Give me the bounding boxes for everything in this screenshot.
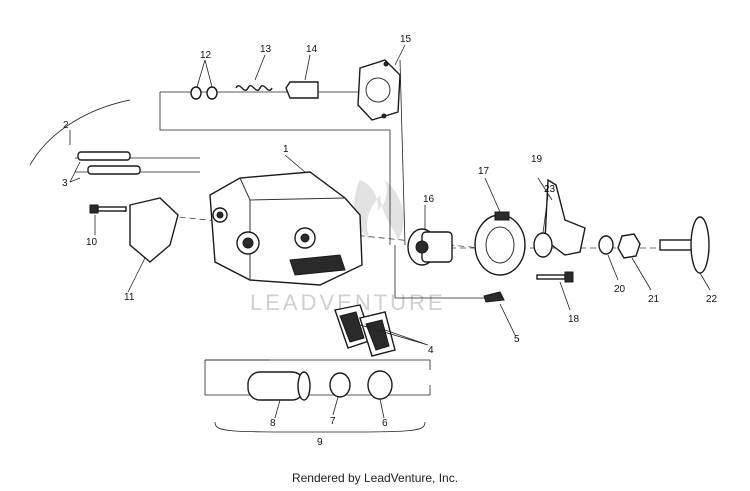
callout-16: 16 [423,194,435,205]
pins-3 [77,151,141,175]
o-rings-12 [190,86,218,100]
bracket-2 [29,99,131,166]
adjuster-22 [659,216,710,274]
callout-23: 23 [544,184,556,195]
callout-18: 18 [568,314,580,325]
bracket-9 [214,421,426,433]
caliper-body [209,171,363,286]
piston-cylinder-8 [247,371,311,401]
gasket-15 [357,59,401,121]
callout-10: 10 [86,237,98,248]
callout-19: 19 [531,154,543,165]
callout-21: 21 [648,294,660,305]
callout-7: 7 [330,416,336,427]
callout-13: 13 [260,44,272,55]
callout-5: 5 [514,334,520,345]
spring-13 [235,85,273,91]
seal-6 [367,370,393,400]
callout-3: 3 [62,178,68,189]
callout-22: 22 [706,294,718,305]
washer-20 [598,235,614,255]
bolt-18 [536,271,574,283]
brake-pads-4 [334,304,396,357]
callout-14: 14 [306,44,318,55]
seal-7 [329,372,351,398]
bolt-10 [89,204,127,214]
callout-11: 11 [124,292,135,303]
callout-12: 12 [200,50,212,61]
callout-15: 15 [400,34,412,45]
callout-17: 17 [478,166,490,177]
callout-2: 2 [63,120,69,131]
footer-credit: Rendered by LeadVenture, Inc. [291,471,459,485]
cam-housing-17 [474,211,526,276]
fitting-5 [483,291,505,303]
nut-21 [617,233,641,259]
washer-23 [533,232,553,258]
callout-4: 4 [428,345,434,356]
callout-20: 20 [614,284,626,295]
brake-pad-left [129,197,179,263]
callout-8: 8 [270,418,276,429]
piston-16 [407,228,453,266]
callout-1: 1 [283,144,289,155]
callout-9: 9 [317,437,323,448]
callout-6: 6 [382,418,388,429]
leader-lines [69,44,711,419]
pin-14 [285,81,319,99]
